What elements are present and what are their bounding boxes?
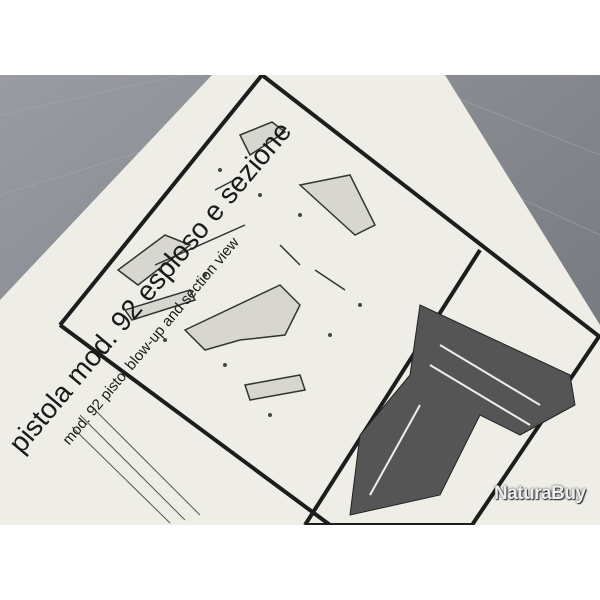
parts-list bbox=[71, 404, 201, 524]
watermark-logo: NaturaBuy bbox=[494, 483, 586, 504]
diagram-frame bbox=[58, 75, 600, 525]
part-markers bbox=[163, 168, 362, 417]
poster-photo bbox=[0, 75, 600, 525]
section-view-diagram bbox=[349, 304, 576, 516]
exploded-parts-diagram bbox=[116, 121, 377, 401]
